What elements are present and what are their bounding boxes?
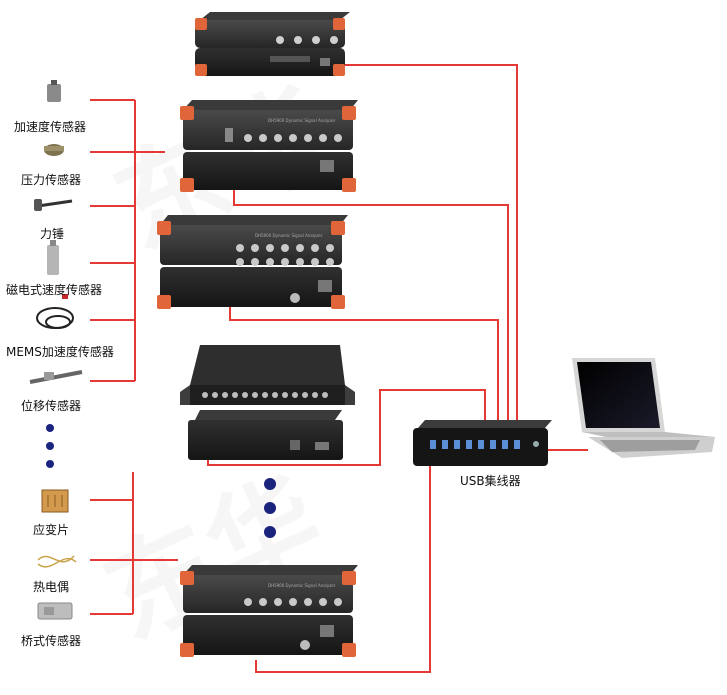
mems-sensor-icon (36, 294, 74, 329)
device-5-title: DH5900 Dynamic Signal Analyzer (268, 583, 336, 588)
sensor-label-thermocouple: 热电偶 (33, 580, 70, 594)
usb-hub-label: USB集线器 (460, 474, 521, 488)
pressure-sensor-icon (44, 144, 64, 156)
ellipsis-dots-left (46, 424, 54, 468)
daq-device-1 (195, 12, 350, 76)
velocity-sensor-icon (47, 240, 59, 275)
thermocouple-icon (37, 555, 77, 568)
sensor-label-accelerometer: 加速度传感器 (14, 120, 87, 134)
daq-device-3: DH5900 Dynamic Signal Analyzer (157, 215, 348, 309)
ellipsis-dots-center (264, 478, 276, 538)
daq-device-2: DH5900 Dynamic Signal Analyzer (180, 100, 358, 192)
sensor-label-bridge: 桥式传感器 (21, 634, 82, 648)
displacement-sensor-icon (29, 370, 83, 384)
strain-gauge-icon (41, 489, 69, 513)
daq-device-4 (180, 345, 355, 460)
device-2-title: DH5900 Dynamic Signal Analyzer (268, 118, 336, 123)
device-3-title: DH5900 Dynamic Signal Analyzer (255, 233, 323, 238)
sensor-label-force-hammer: 力锤 (40, 227, 65, 241)
usb-hub (413, 420, 552, 466)
daq-device-5: DH5900 Dynamic Signal Analyzer (180, 565, 358, 657)
sensor-bracket-1 (90, 99, 165, 382)
sensor-label-displacement: 位移传感器 (21, 399, 82, 413)
usb-cables (207, 64, 588, 673)
sensor-label-mems: MEMS加速度传感器 (6, 345, 114, 359)
sensor-label-velocity: 磁电式速度传感器 (6, 283, 103, 297)
sensor-label-pressure: 压力传感器 (21, 173, 82, 187)
bridge-sensor-icon (37, 602, 73, 620)
laptop (572, 358, 715, 458)
accelerometer-icon (47, 80, 61, 102)
sensor-bracket-2 (90, 472, 178, 615)
sensor-label-strain-gauge: 应变片 (33, 523, 70, 537)
force-hammer-icon (34, 199, 73, 211)
